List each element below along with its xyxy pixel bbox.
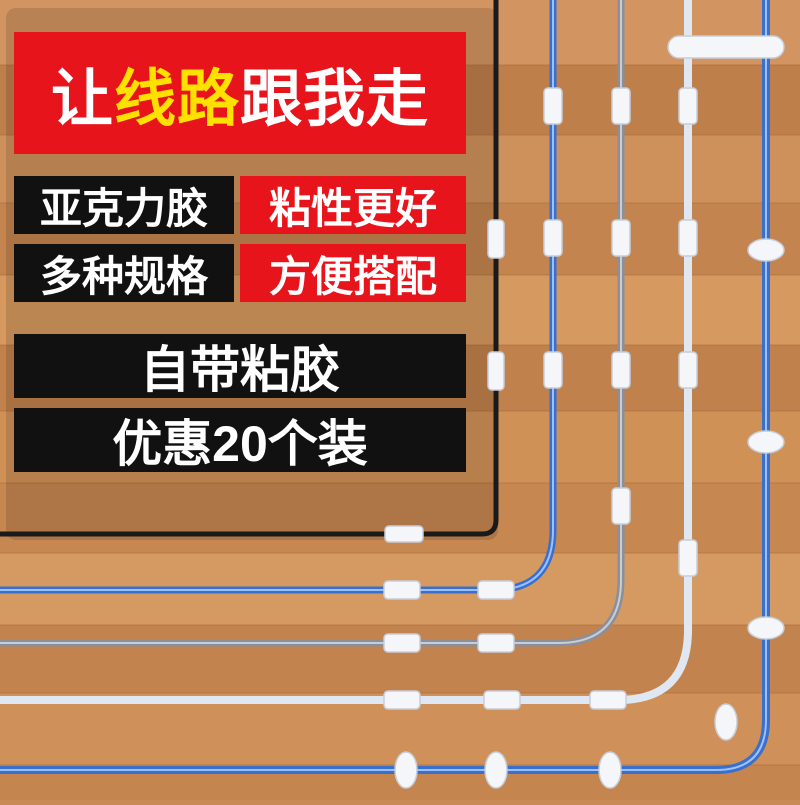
feature-acrylic-glue: 亚克力胶 <box>14 176 234 234</box>
feature-easy-matching: 方便搭配 <box>240 244 466 302</box>
headline-text-1: 让 <box>50 65 114 134</box>
cable-clips <box>383 35 785 789</box>
pack-offer-banner: 优惠20个装 <box>14 408 466 472</box>
black-cable <box>0 0 499 537</box>
self-adhesive-banner: 自带粘胶 <box>14 334 466 398</box>
headline-highlight: 线路 <box>113 65 240 134</box>
headline-text-2: 跟我走 <box>240 65 430 134</box>
feature-better-adhesion: 粘性更好 <box>240 176 466 234</box>
headline-banner: 让线路跟我走 <box>14 32 466 154</box>
feature-multiple-specs: 多种规格 <box>14 244 234 302</box>
